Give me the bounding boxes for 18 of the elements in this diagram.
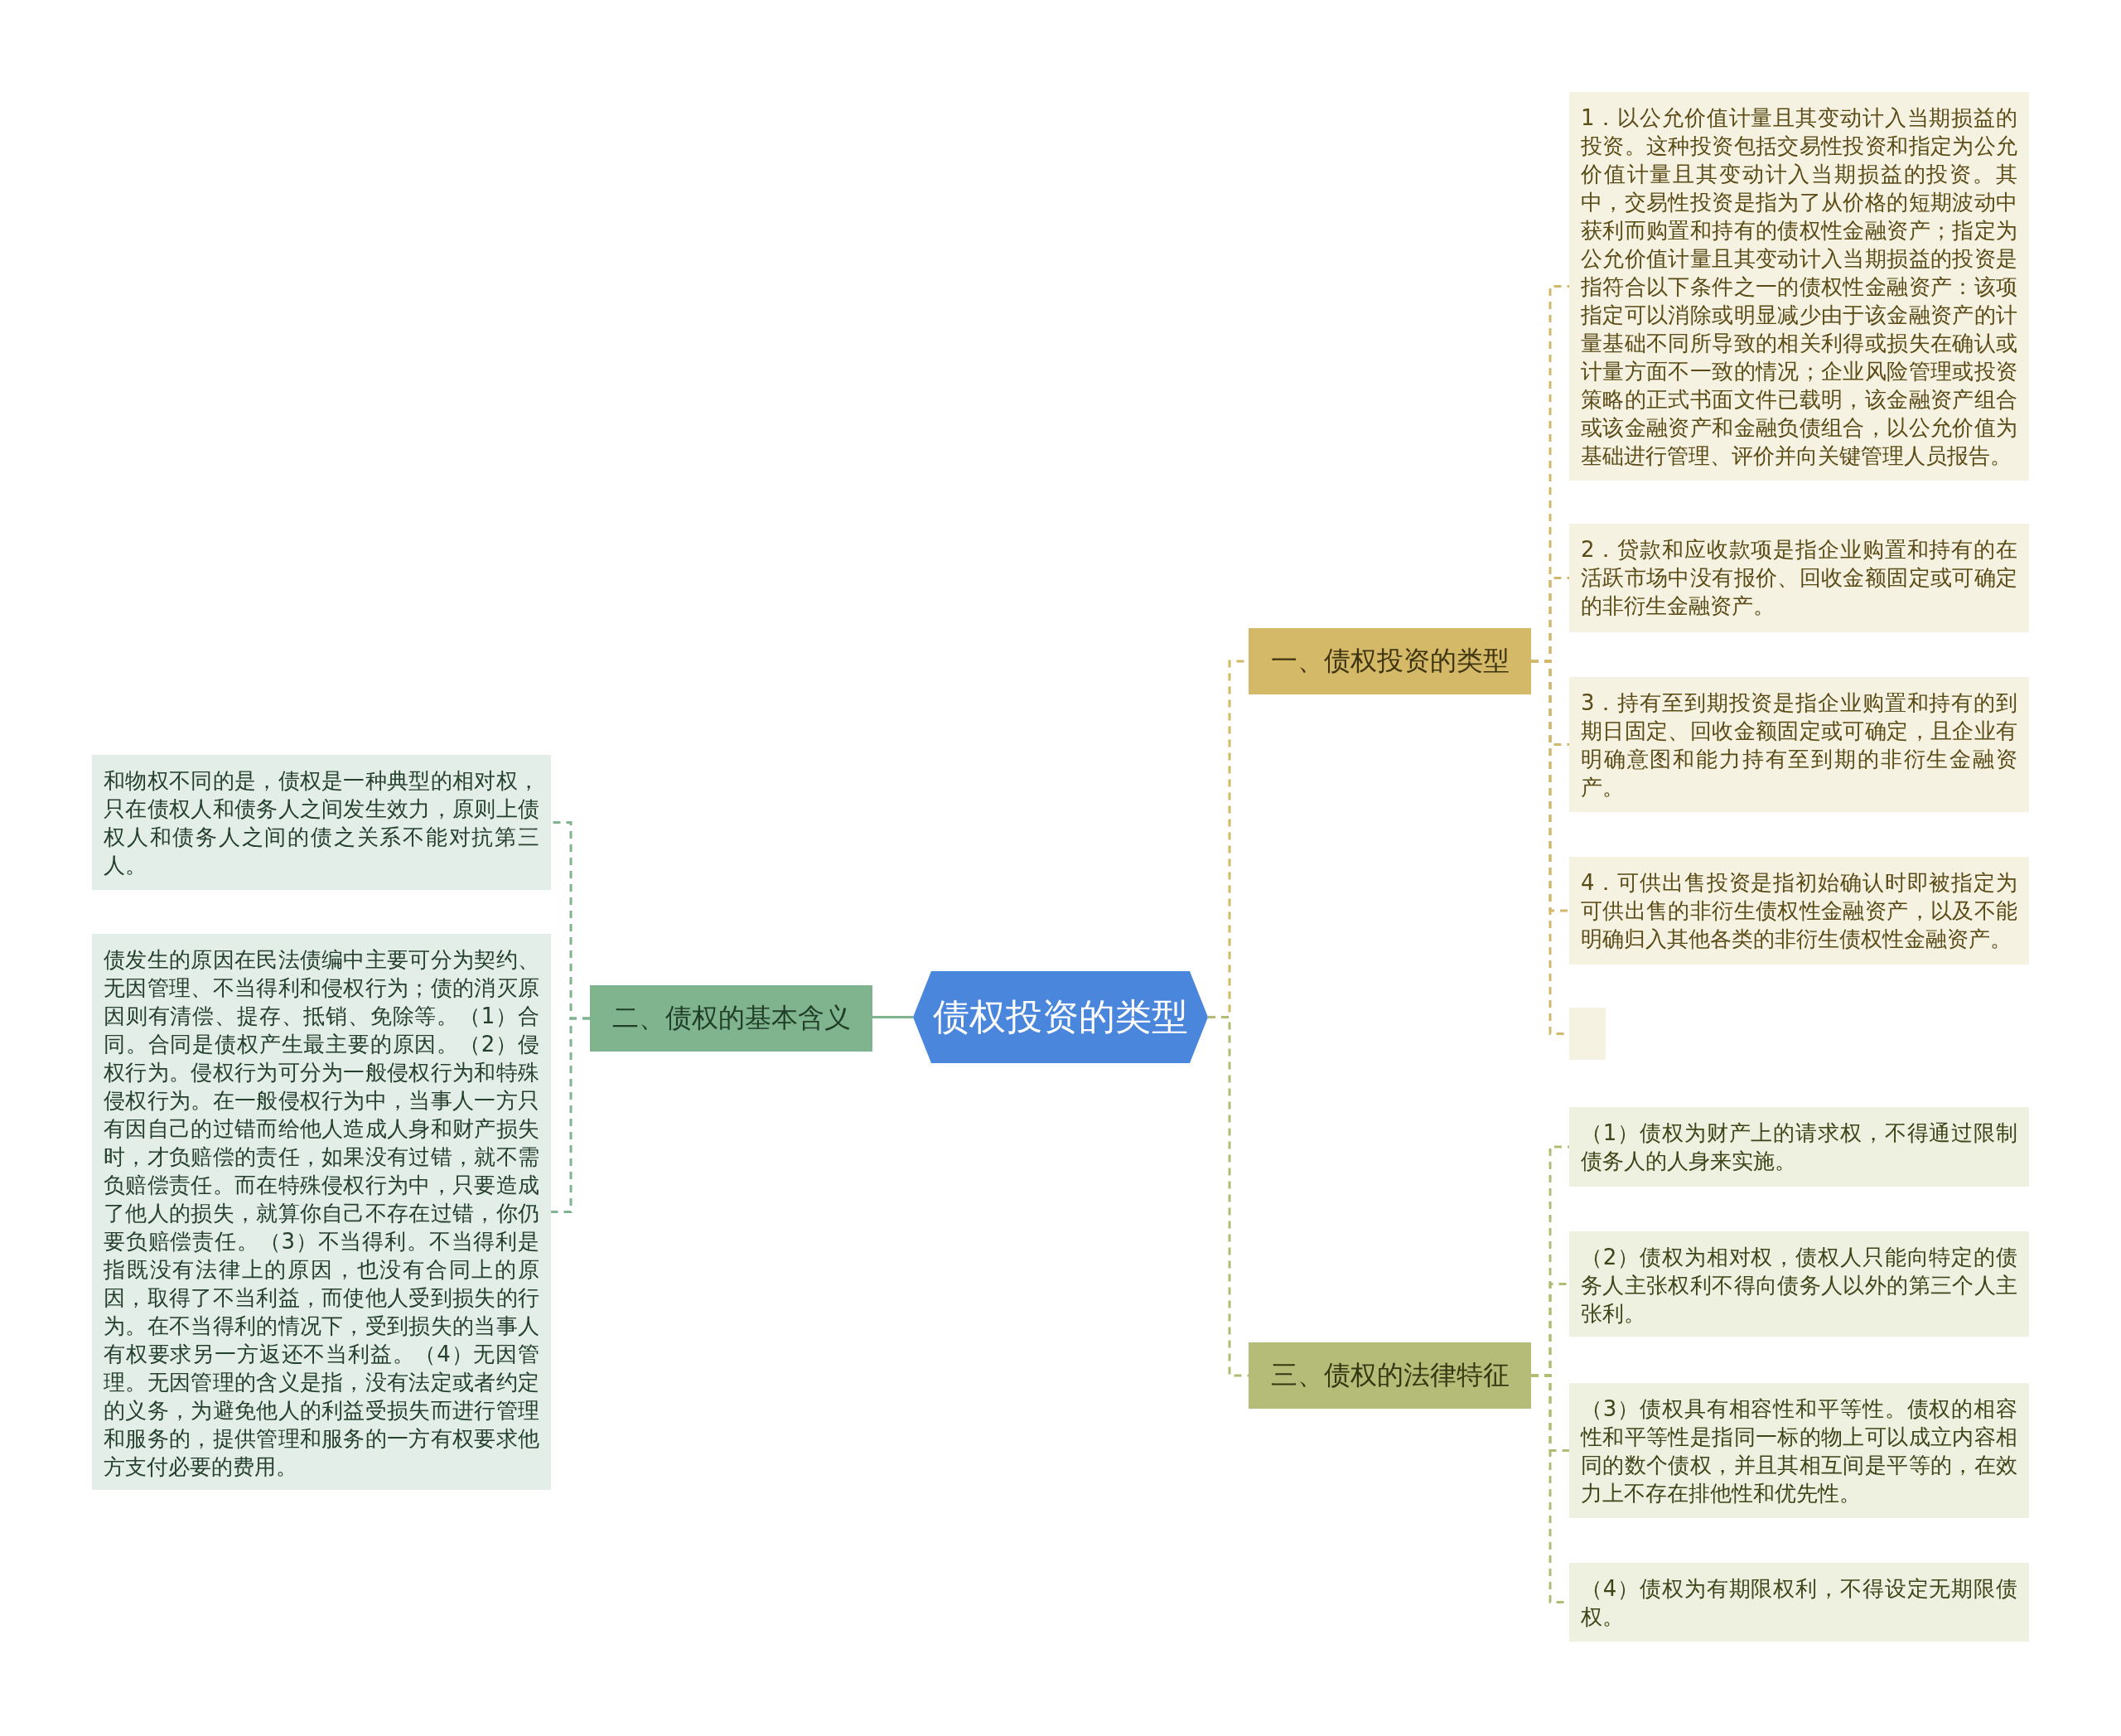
branch-topic: 一、债权投资的类型 <box>1249 628 1531 694</box>
note-card: （3）债权具有相容性和平等性。债权的相容性和平等性是指同一标的物上可以成立内容相同的数个债权，并且其相互间是平等的，在效力上不存在排他性和优先性。 <box>1569 1383 2029 1518</box>
note-card: 1．以公允价值计量且其变动计入当期损益的投资。这种投资包括交易性投资和指定为公允价值计量且其变动计入当期损益的投资。其中，交易性投资是指为了从价格的短期波动中获利而购置和持有的债权性金融资产；指定为公允价值计量且其变动计入当期损益的投资是指符合以下条件之一的债权性金融资产：该项指定可以消除或明显减少由于该金融资产的计量基础不同所导致的相关利得或损失在确认或计量方面不一致的情况；企业风险管理或投资策略的正式书面文件已载明，该金融资产组合或该金融资产和金融负债组合，以公允价值为基础进行管理、评价并向关键管理人员报告。 <box>1569 92 2029 481</box>
connector-line <box>1208 1016 1249 1377</box>
note-card: （1）债权为财产上的请求权，不得通过限制债务人的人身来实施。 <box>1569 1107 2029 1187</box>
branch-topic: 二、债权的基本含义 <box>590 985 872 1052</box>
empty-card <box>1569 1008 1606 1060</box>
note-card: 债发生的原因在民法债编中主要可分为契约、无因管理、不当得利和侵权行为；债的消灭原因则有清偿、提存、抵销、免除等。（1）合同。合同是债权产生最主要的原因。（2）侵权行为。侵权行为可分为一般侵权行为和特殊侵权行为。在一般侵权行为中，当事人一方只有因自己的过错而给他人造成人身和财产损失时，才负赔偿的责任，如果没有过错，就不需负赔偿责任。而在特殊侵权行为中，只要造成了他人的损失，就算你自己不存在过错，你仍要负赔偿责任。（3）不当得利。不当得利是指既没有法律上的原因，也没有合同上的原因，取得了不当利益，而使他人受到损失的行为。在不当得利的情况下，受到损失的当事人有权要求另一方返还不当利益。（4）无因管理。无因管理的含义是指，没有法定或者约定的义务，为避免他人的利益受损失而进行管理和服务的，提供管理和服务的一方有权要求他方支付必要的费用。 <box>92 934 551 1490</box>
connector-line <box>551 1017 590 1213</box>
central-topic: 债权投资的类型 <box>913 971 1208 1063</box>
branch-topic: 三、债权的法律特征 <box>1249 1342 1531 1409</box>
note-card: 2．贷款和应收款项是指企业购置和持有的在活跃市场中没有报价、回收金额固定或可确定的非衍生金融资产。 <box>1569 524 2029 632</box>
note-card: （2）债权为相对权，债权人只能向特定的债务人主张权利不得向债务人以外的第三个人主张利。 <box>1569 1231 2029 1337</box>
note-card: 4．可供出售投资是指初始确认时即被指定为可供出售的非衍生债权性金融资产，以及不能明确归入其他各类的非衍生债权性金融资产。 <box>1569 857 2029 965</box>
note-card: 和物权不同的是，债权是一种典型的相对权，只在债权人和债务人之间发生效力，原则上债权人和债务人之间的债之关系不能对抗第三人。 <box>92 755 551 890</box>
note-card: （4）债权为有期限权利，不得设定无期限债权。 <box>1569 1563 2029 1642</box>
connector-line <box>872 1016 913 1018</box>
note-card: 3．持有至到期投资是指企业购置和持有的到期日固定、回收金额固定或可确定，且企业有明确意图和能力持有至到期的非衍生金融资产。 <box>1569 677 2029 812</box>
